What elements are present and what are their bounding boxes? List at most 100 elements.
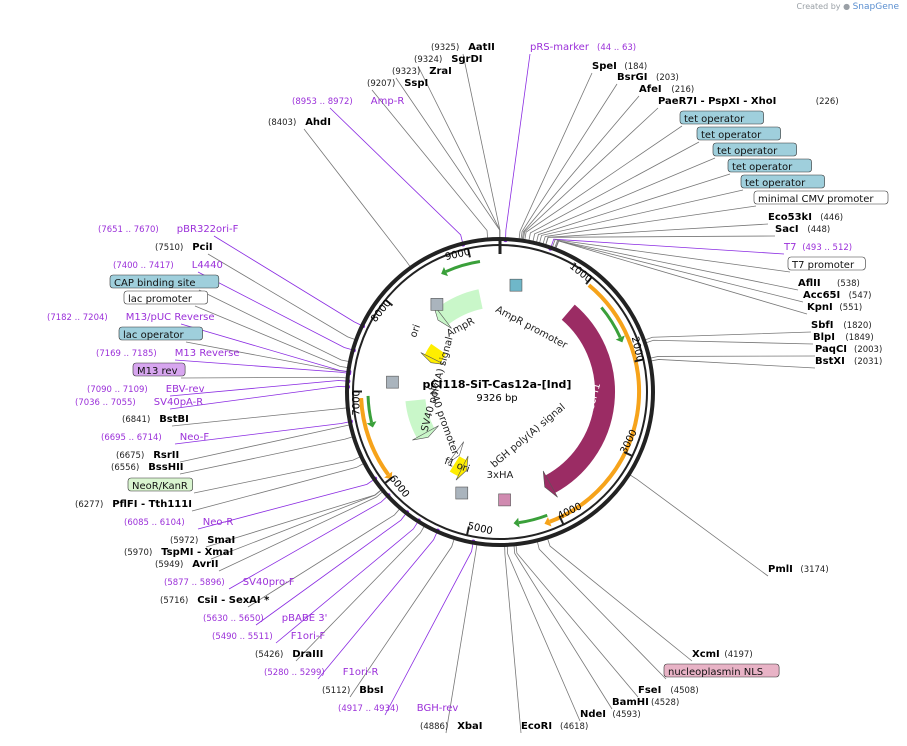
site-label-aatii[interactable]: (9325)AatII <box>431 42 495 53</box>
site-label-cap-binding-site[interactable]: CAP binding site <box>109 274 220 289</box>
site-label-pbr322ori-f[interactable]: (7651 .. 7670)pBR322ori-F <box>98 224 239 235</box>
site-label-prs-marker[interactable]: pRS-marker(44 .. 63) <box>530 42 636 53</box>
site-label-neo-r[interactable]: (6085 .. 6104)Neo-R <box>124 517 233 528</box>
feature-arrows <box>359 260 641 528</box>
site-label-tet-operator[interactable]: tet operator <box>712 142 797 157</box>
leader-line <box>554 240 808 315</box>
site-label-xbai[interactable]: (4886)XbaI <box>420 721 483 732</box>
site-label-sv40pa-r[interactable]: (7036 .. 7055)SV40pA-R <box>75 397 203 408</box>
site-name: BssHII <box>148 462 183 473</box>
leader-line <box>317 530 439 680</box>
site-label-neor-kanr[interactable]: NeoR/KanR <box>127 477 193 492</box>
site-label-t7-promoter[interactable]: T7 promoter <box>787 256 866 271</box>
site-label-pcii[interactable]: (7510)PciI <box>155 242 213 253</box>
site-label-rsrii[interactable]: (6675)RsrII <box>116 450 179 461</box>
site-label-minimal-cmv-promoter[interactable]: minimal CMV promoter <box>753 190 889 205</box>
leader-line <box>179 424 352 463</box>
site-label-bbsi[interactable]: (5112)BbsI <box>322 685 384 696</box>
leader-line <box>515 543 639 698</box>
tick-label: 9000 <box>444 247 471 263</box>
site-label-amp-r[interactable]: (8953 .. 8972)Amp-R <box>292 96 404 107</box>
site-label-paqci[interactable]: PaqCI(2003) <box>815 344 882 355</box>
tick-mark <box>634 358 644 363</box>
site-label-ahdi[interactable]: (8403)AhdI <box>268 117 331 128</box>
site-label-sbfi[interactable]: SbfI(1820) <box>811 320 872 331</box>
site-label-tet-operator[interactable]: tet operator <box>696 126 781 141</box>
site-label-tet-operator[interactable]: tet operator <box>740 174 825 189</box>
site-label-neo-f[interactable]: (6695 .. 6714)Neo-F <box>101 432 209 443</box>
label-box <box>787 256 866 271</box>
site-label-m13-puc-reverse[interactable]: (7182 .. 7204)M13/pUC Reverse <box>47 312 215 323</box>
feature-arrowhead <box>447 441 464 464</box>
site-label-saci[interactable]: SacI(448) <box>775 224 830 235</box>
site-label-bsrgi[interactable]: BsrGI(203) <box>617 72 679 83</box>
site-name: BGH-rev <box>417 703 459 714</box>
site-label-smai[interactable]: (5972)SmaI <box>170 535 235 546</box>
site-label-m13-rev[interactable]: M13 rev <box>132 362 186 377</box>
site-label-ndei[interactable]: NdeI(4593) <box>580 709 641 720</box>
site-label-sv40pro-f[interactable]: (5877 .. 5896)SV40pro-F <box>164 577 295 588</box>
site-label-m13-reverse[interactable]: (7169 .. 7185)M13 Reverse <box>96 348 240 359</box>
site-name: Eco53kI <box>768 212 812 223</box>
site-label-avrii[interactable]: (5949)AvrII <box>155 559 218 570</box>
credit-brand: SnapGene <box>852 2 899 12</box>
site-label-bsshii[interactable]: (6556)BssHII <box>111 462 184 473</box>
leader-line <box>384 541 474 716</box>
site-position: (203) <box>656 73 679 83</box>
site-label-pflfi-tth111i[interactable]: (6277)PflFI - Tth111I <box>75 499 192 510</box>
site-label-ecori[interactable]: EcoRI(4618) <box>521 721 588 732</box>
site-label-sgrdi[interactable]: (9324)SgrDI <box>414 54 483 65</box>
site-position: (5970) <box>124 548 152 558</box>
site-label-blpi[interactable]: BlpI(1849) <box>813 332 874 343</box>
site-label-aflii[interactable]: AflII(538) <box>798 278 860 289</box>
site-label-draiii[interactable]: (5426)DraIII <box>255 649 323 660</box>
site-position: (4618) <box>560 722 588 732</box>
label-box <box>740 174 825 189</box>
site-label-tet-operator[interactable]: tet operator <box>727 158 812 173</box>
site-label-paer7i-pspxi-xhoi[interactable]: PaeR7I - PspXI - XhoI(226) <box>658 96 839 107</box>
leader-line <box>371 89 489 241</box>
site-label-spei[interactable]: SpeI(184) <box>592 61 647 72</box>
site-label-sspi[interactable]: (9207)SspI <box>367 78 428 89</box>
label-text: tet operator <box>745 178 806 189</box>
tick-label: 3000 <box>619 428 640 456</box>
site-label-ebv-rev[interactable]: (7090 .. 7109)EBV-rev <box>87 384 205 395</box>
site-label-zrai[interactable]: (9323)ZraI <box>392 66 452 77</box>
site-label-f1ori-f[interactable]: (5490 .. 5511)F1ori-F <box>212 631 326 642</box>
inner-feature-label: 3xHA <box>487 470 514 481</box>
site-label-bgh-rev[interactable]: (4917 .. 4934)BGH-rev <box>338 703 458 714</box>
site-position: (6675) <box>116 451 144 461</box>
site-name: SV40pro-F <box>243 577 295 588</box>
leader-line <box>179 435 355 475</box>
site-label-csii-sexai-[interactable]: (5716)CsiI - SexAI * <box>160 595 270 606</box>
leader-line <box>198 289 352 363</box>
site-label-bstxi[interactable]: BstXI(2031) <box>815 356 882 367</box>
site-label-l4440[interactable]: (7400 .. 7417)L4440 <box>113 260 223 271</box>
tick-label: 8000 <box>369 298 394 325</box>
site-label-tspmi-xmai[interactable]: (5970)TspMI - XmaI <box>124 547 233 558</box>
leader-line <box>518 72 593 242</box>
site-label-lac-operator[interactable]: lac operator <box>118 326 203 341</box>
site-name: BlpI <box>813 332 835 343</box>
leader-line <box>169 386 349 410</box>
site-label-kpni[interactable]: KpnI(551) <box>807 302 862 313</box>
site-label-f1ori-r[interactable]: (5280 .. 5299)F1ori-R <box>264 667 379 678</box>
site-label-lac-promoter[interactable]: lac promoter <box>123 290 208 305</box>
site-label-bamhi[interactable]: BamHI(4528) <box>612 697 679 708</box>
site-label-acc65i[interactable]: Acc65I(547) <box>803 290 871 301</box>
leader-line <box>445 542 478 734</box>
site-label-tet-operator[interactable]: tet operator <box>679 110 764 125</box>
site-name: ZraI <box>429 66 452 77</box>
site-label-pmli[interactable]: PmlI(3174) <box>768 564 829 575</box>
leader-line <box>193 455 363 494</box>
site-label-eco53ki[interactable]: Eco53kI(446) <box>768 212 843 223</box>
site-label-pbabe-3-[interactable]: (5630 .. 5650)pBABE 3' <box>203 613 327 624</box>
site-label-nucleoplasmin-nls[interactable]: nucleoplasmin NLS <box>663 663 780 678</box>
site-name: PciI <box>192 242 212 253</box>
site-label-t7[interactable]: T7(493 .. 512) <box>783 242 852 253</box>
site-label-fsei[interactable]: FseI(4508) <box>638 685 699 696</box>
site-label-afei[interactable]: AfeI(216) <box>639 84 694 95</box>
site-label-xcmi[interactable]: XcmI(4197) <box>692 649 753 660</box>
leader-line <box>329 107 464 245</box>
site-label-bstbi[interactable]: (6841)BstBI <box>122 414 189 425</box>
